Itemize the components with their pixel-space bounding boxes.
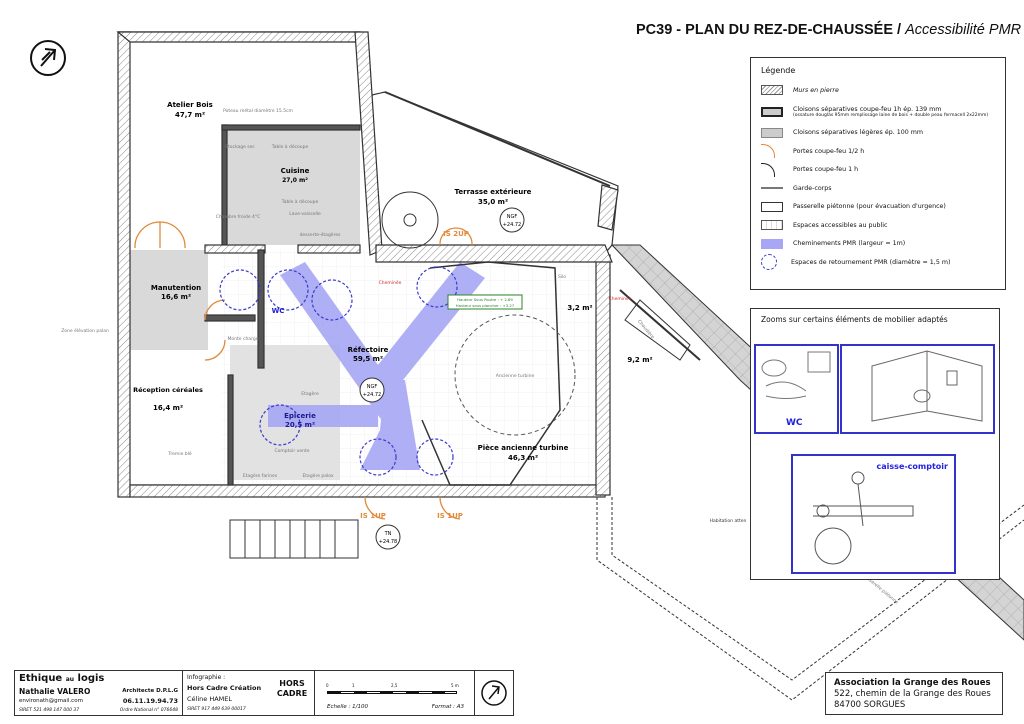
room-area: 9,2 m²	[627, 356, 652, 364]
furniture-zooms-panel: Zooms sur certains éléments de mobilier …	[750, 308, 1000, 580]
room-area: 16,4 m²	[153, 404, 183, 412]
footbridge-icon	[761, 201, 783, 212]
plan-label: Monte charge	[228, 336, 259, 342]
client-address-box: Association la Grange des Roues 522, che…	[825, 672, 1003, 715]
public-grid-icon	[761, 220, 783, 231]
plan-label: IS 1UP	[437, 512, 463, 520]
legend-item: Portes coupe-feu 1 h	[761, 161, 995, 180]
wc-sketch-icon	[761, 351, 831, 399]
legend-panel: Légende Murs en pierre Cloisons séparati…	[750, 57, 1006, 290]
room-area: 3,2 m²	[567, 304, 592, 312]
plan-label: Tremie blé	[167, 450, 192, 457]
plan-label: Etagère palox	[302, 472, 333, 479]
plan-label: Lave-vaisselle	[289, 211, 321, 217]
plan-label: Cheminée	[379, 279, 402, 286]
plan-label: Table à découpe	[271, 143, 309, 150]
counter-caption: caisse-comptoir	[876, 462, 948, 471]
room-name: Réception céréales	[133, 386, 203, 394]
plan-label: Comptoir vente	[274, 448, 309, 454]
manutention-area	[130, 250, 208, 350]
hors-cadre-logo: HORS CADRE	[276, 679, 308, 698]
fire-door-1h-icon	[761, 162, 775, 177]
legend-item: Espaces accessibles au public	[761, 216, 995, 235]
turning-circles	[219, 266, 458, 476]
legend-item: Passerelle piétonne (pour évacuation d'u…	[761, 198, 995, 217]
plan-label: Cheminée	[609, 295, 632, 302]
scale-bar	[327, 691, 457, 694]
room-name: Manutention	[151, 284, 201, 292]
plan-label: Habitation atten	[710, 518, 747, 524]
room-name: Réfectoire	[348, 346, 389, 354]
scale-cell: 0 1 2,5 5 m Echelle : 1/100 Format : A3	[315, 671, 475, 715]
room-area: 47,7 m²	[175, 111, 205, 119]
room-area: 46,3 m²	[508, 454, 538, 462]
plan-label: Etagère	[301, 390, 319, 397]
room-area: 20,5 m²	[285, 421, 315, 429]
legend-item: Garde-corps	[761, 179, 995, 198]
firewall-icon	[761, 106, 783, 117]
plan-label: IS 1UP	[360, 512, 386, 520]
railing-icon	[761, 187, 783, 190]
page-title: PC39 - PLAN DU REZ-DE-CHAUSSÉE / Accessi…	[636, 22, 1022, 38]
fire-door-half-hour-icon	[761, 144, 775, 159]
plan-label: Hauteur sous plancher : +3.27	[456, 303, 515, 308]
wheelchair-counter-sketch-icon	[813, 471, 914, 565]
room-area: 27,0 m²	[282, 177, 308, 184]
pmr-path-icon	[761, 238, 783, 249]
legend-title: Légende	[761, 66, 796, 75]
wc-label: WC	[272, 307, 285, 315]
wc-3d-image	[840, 344, 995, 434]
legend-item: Cloisons séparatives légères ép. 100 mm	[761, 124, 995, 143]
plan-label: +24.72	[363, 392, 382, 398]
plan-label: IS 2UP	[443, 230, 469, 238]
plan-label: Hauteur Sous Poutre : + 2.89	[457, 297, 513, 302]
wc-3d-sketch-icon	[871, 350, 983, 422]
room-area: 35,0 m²	[478, 198, 508, 206]
room-area: 16,6 m²	[161, 293, 191, 301]
legend-item: Murs en pierre	[761, 81, 995, 100]
room-name: Atelier Bois	[167, 101, 213, 109]
plan-label: Chambre froide 4°C	[216, 214, 261, 220]
wc-caption: WC	[786, 418, 803, 428]
plan-label: Table à découpe	[281, 198, 319, 205]
architect-cell: Ethique au logis Nathalie VALERO Archite…	[15, 671, 183, 715]
north-arrow-icon	[481, 680, 507, 706]
graphic-designer-cell: Infographie : Hors Cadre Création Céline…	[183, 671, 315, 715]
room-name: Terrasse extérieure	[455, 188, 532, 196]
room-area: 59,5 m²	[353, 355, 383, 363]
plan-label: desserte-étagères	[300, 231, 342, 238]
plan-label: Zone élévation palan	[61, 327, 109, 334]
room-name: Pièce ancienne turbine	[478, 444, 569, 452]
room-name: Cuisine	[281, 167, 310, 175]
plan-label: +24.72	[503, 222, 522, 228]
plan-label: TN	[384, 531, 392, 537]
turning-circle-icon	[761, 254, 777, 271]
kitchen-area	[222, 125, 360, 245]
plan-label: Ancienne turbine	[496, 373, 535, 379]
north-arrow-icon	[30, 40, 66, 76]
legend-item: Cloisons séparatives coupe-feu 1h ép. 13…	[761, 100, 995, 124]
plan-label: Silo	[558, 274, 566, 280]
zooms-title: Zooms sur certains éléments de mobilier …	[761, 315, 948, 324]
legend-item: Portes coupe-feu 1/2 h	[761, 142, 995, 161]
legend-item: Espaces de retournement PMR (diamètre = …	[761, 253, 995, 272]
wc-plan-image: WC	[754, 344, 839, 434]
plan-label: Poteau métal diamètre 15.5cm	[223, 107, 293, 114]
counter-image: caisse-comptoir	[791, 454, 956, 574]
stone-wall-hatch-icon	[761, 85, 783, 96]
plan-label: Chaudière	[636, 318, 656, 340]
plan-label: Etagère farines	[243, 472, 278, 479]
light-partition-icon	[761, 127, 783, 138]
plan-label: NGF	[367, 384, 378, 390]
legend-item: Cheminements PMR (largeur = 1m)	[761, 235, 995, 254]
room-name: Epicerie	[284, 412, 316, 420]
plan-label: +24.78	[379, 539, 398, 545]
title-block: Ethique au logis Nathalie VALERO Archite…	[14, 670, 514, 716]
plan-label: Stockage sec	[225, 144, 255, 150]
wall	[117, 31, 131, 498]
plan-label: NGF	[507, 214, 518, 220]
